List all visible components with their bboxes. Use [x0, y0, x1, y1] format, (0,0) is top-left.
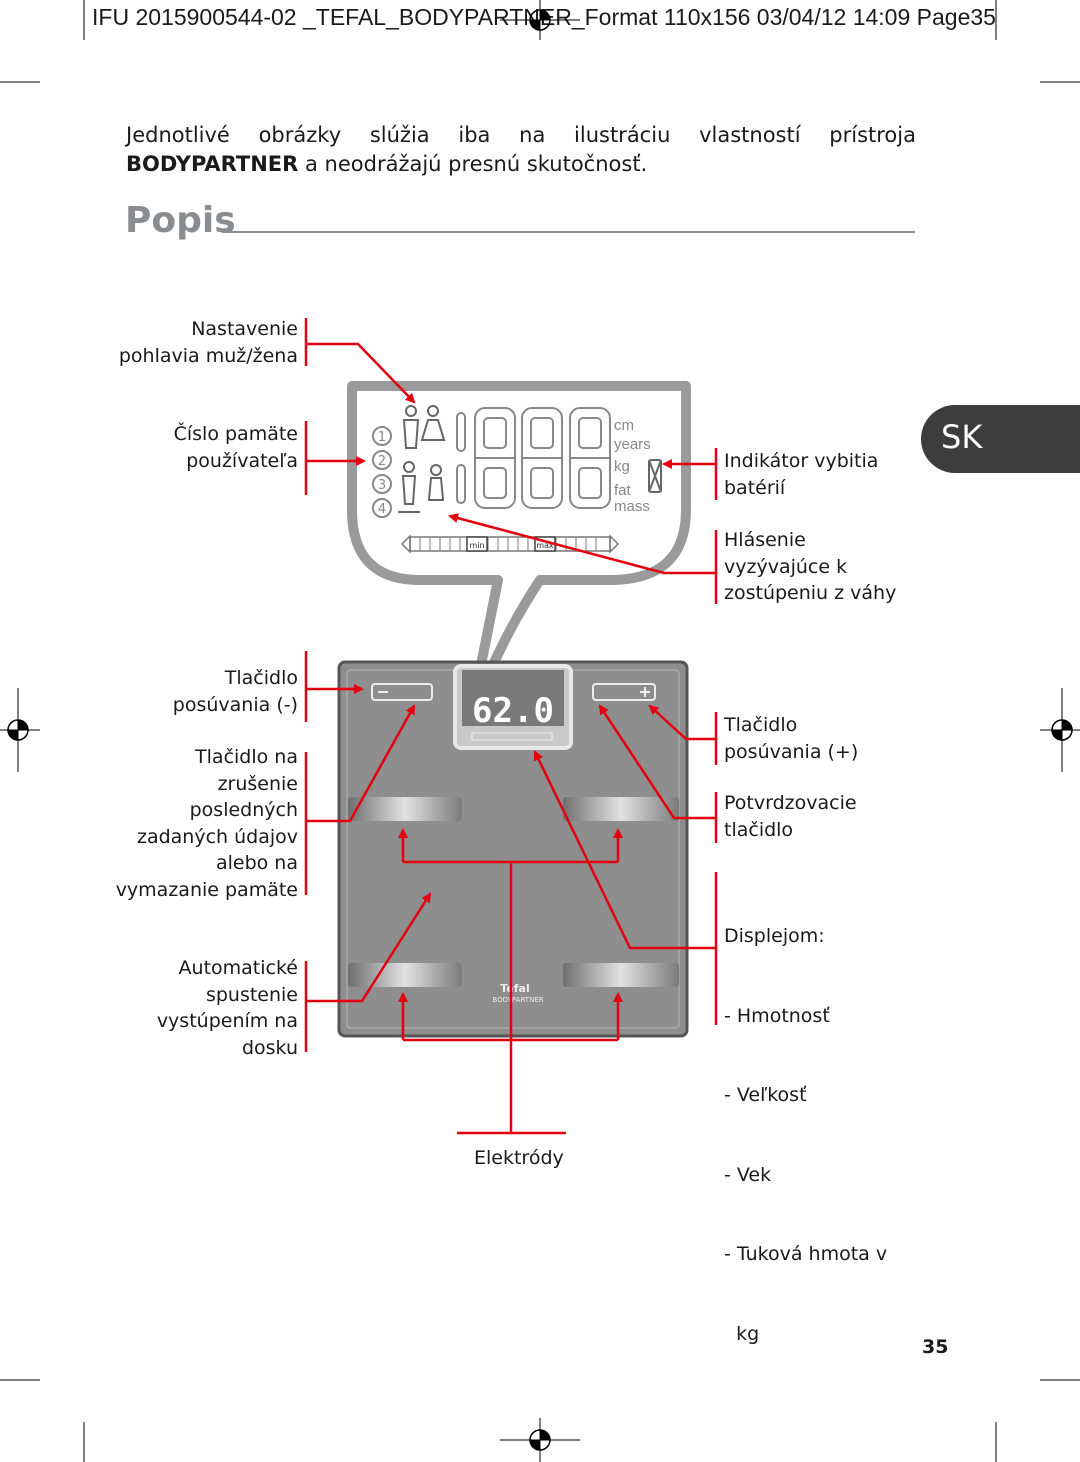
label-confirm-button: Potvrdzovacie tlačidlo: [724, 790, 857, 843]
label-auto-on: Automatické spustenie vystúpením na dosk…: [100, 955, 298, 1061]
label-step-off-message: Hlásenie vyzývajúce k zostúpeniu z váhy: [724, 527, 896, 607]
label-line: zostúpeniu z váhy: [724, 582, 897, 604]
label-line: Tlačidlo na: [195, 746, 298, 768]
label-line: spustenie: [205, 983, 298, 1006]
label-line: - Tuková hmota v: [724, 1243, 888, 1265]
intro-brand: BODYPARTNER: [126, 152, 299, 176]
label-line: vymazanie pamäte: [115, 878, 298, 901]
unit-cm: cm: [614, 417, 634, 434]
electrode-top-right: [563, 797, 679, 821]
label-line: Indikátor vybitia: [724, 450, 879, 472]
lcd-progress-bar: [400, 534, 620, 554]
scale-brand-logo: Tefal: [500, 982, 529, 995]
label-line: zadaných údajov: [136, 825, 298, 848]
intro-line-1: Jednotlivé obrázky slúžia iba na ilustrá…: [126, 123, 916, 147]
plus-button: [592, 683, 656, 701]
label-line: alebo na: [215, 852, 298, 874]
electrode-bottom-right: [563, 963, 679, 987]
language-tab-label: SK: [941, 418, 983, 456]
label-cancel-button: Tlačidlo na zrušenie posledných zadaných…: [100, 744, 298, 903]
intro-paragraph: Jednotlivé obrázky slúžia iba na ilustrá…: [126, 121, 916, 179]
page-number: 35: [922, 1336, 949, 1358]
label-line: posúvania (-): [172, 693, 298, 716]
intro-line-2: a neodrážajú presnú skutočnosť.: [298, 152, 648, 176]
memory-number-2: 2: [378, 454, 386, 469]
label-line: zrušenie: [217, 772, 298, 795]
label-line: tlačidlo: [724, 818, 794, 841]
scale-display-reading: 62.0: [472, 691, 554, 731]
unit-fat: fat: [614, 482, 632, 499]
label-line: Automatické: [178, 957, 298, 979]
bar-min-label: min: [469, 541, 484, 550]
bar-max-label: max: [536, 541, 554, 550]
label-line: používateľa: [186, 449, 298, 472]
title-rule: [222, 231, 915, 233]
label-line: vyzývajúce k: [724, 555, 848, 578]
minus-button: [371, 683, 433, 701]
memory-number-4: 4: [378, 502, 386, 517]
label-gender-setting: Nastavenie pohlavia muž/žena: [100, 316, 298, 369]
label-line: pohlavia muž/žena: [118, 344, 298, 367]
label-line: dosku: [241, 1036, 298, 1059]
language-tab: [921, 405, 1080, 473]
label-scroll-minus: Tlačidlo posúvania (-): [100, 665, 298, 718]
label-line: kg: [724, 1322, 760, 1345]
label-line: posúvania (+): [724, 740, 859, 763]
memory-number-icons: [372, 426, 392, 518]
label-line: - Hmotnosť: [724, 1004, 830, 1027]
unit-mass: mass: [614, 498, 650, 515]
lcd-digit-segments: [456, 407, 611, 509]
label-electrodes: Elektródy: [474, 1147, 564, 1169]
label-battery-indicator: Indikátor vybitia batérií: [724, 448, 878, 501]
label-display: Displejom: - Hmotnosť - Veľkosť - Vek - …: [724, 870, 887, 1374]
label-line: Tlačidlo: [224, 667, 298, 689]
callout-lines: [304, 318, 718, 1135]
label-line: Číslo pamäte: [173, 423, 298, 445]
scale-body: [337, 660, 689, 1038]
electrode-top-left: [348, 797, 462, 821]
label-line: Hlásenie: [724, 529, 806, 551]
unit-years: years: [614, 436, 651, 453]
scale-model-label: BODYPARTNER: [492, 996, 543, 1004]
label-line: - Vek: [724, 1163, 772, 1186]
label-line: - Veľkosť: [724, 1084, 807, 1106]
unit-kg: kg: [614, 458, 630, 475]
memory-number-3: 3: [378, 478, 386, 493]
battery-icon: [648, 459, 662, 493]
memory-number-1: 1: [378, 430, 386, 445]
label-scroll-plus: Tlačidlo posúvania (+): [724, 712, 858, 765]
label-line: Displejom:: [724, 925, 825, 947]
gender-person-icons: [398, 405, 446, 513]
section-title: Popis: [125, 200, 236, 241]
label-memory-number: Číslo pamäte používateľa: [100, 421, 298, 474]
label-line: Nastavenie: [191, 318, 298, 340]
label-line: posledných: [189, 799, 298, 821]
label-line: Potvrdzovacie: [724, 792, 857, 814]
label-line: Tlačidlo: [724, 714, 798, 736]
label-line: batérií: [724, 476, 786, 499]
electrode-bottom-left: [348, 963, 462, 987]
label-line: vystúpením na: [156, 1010, 298, 1032]
